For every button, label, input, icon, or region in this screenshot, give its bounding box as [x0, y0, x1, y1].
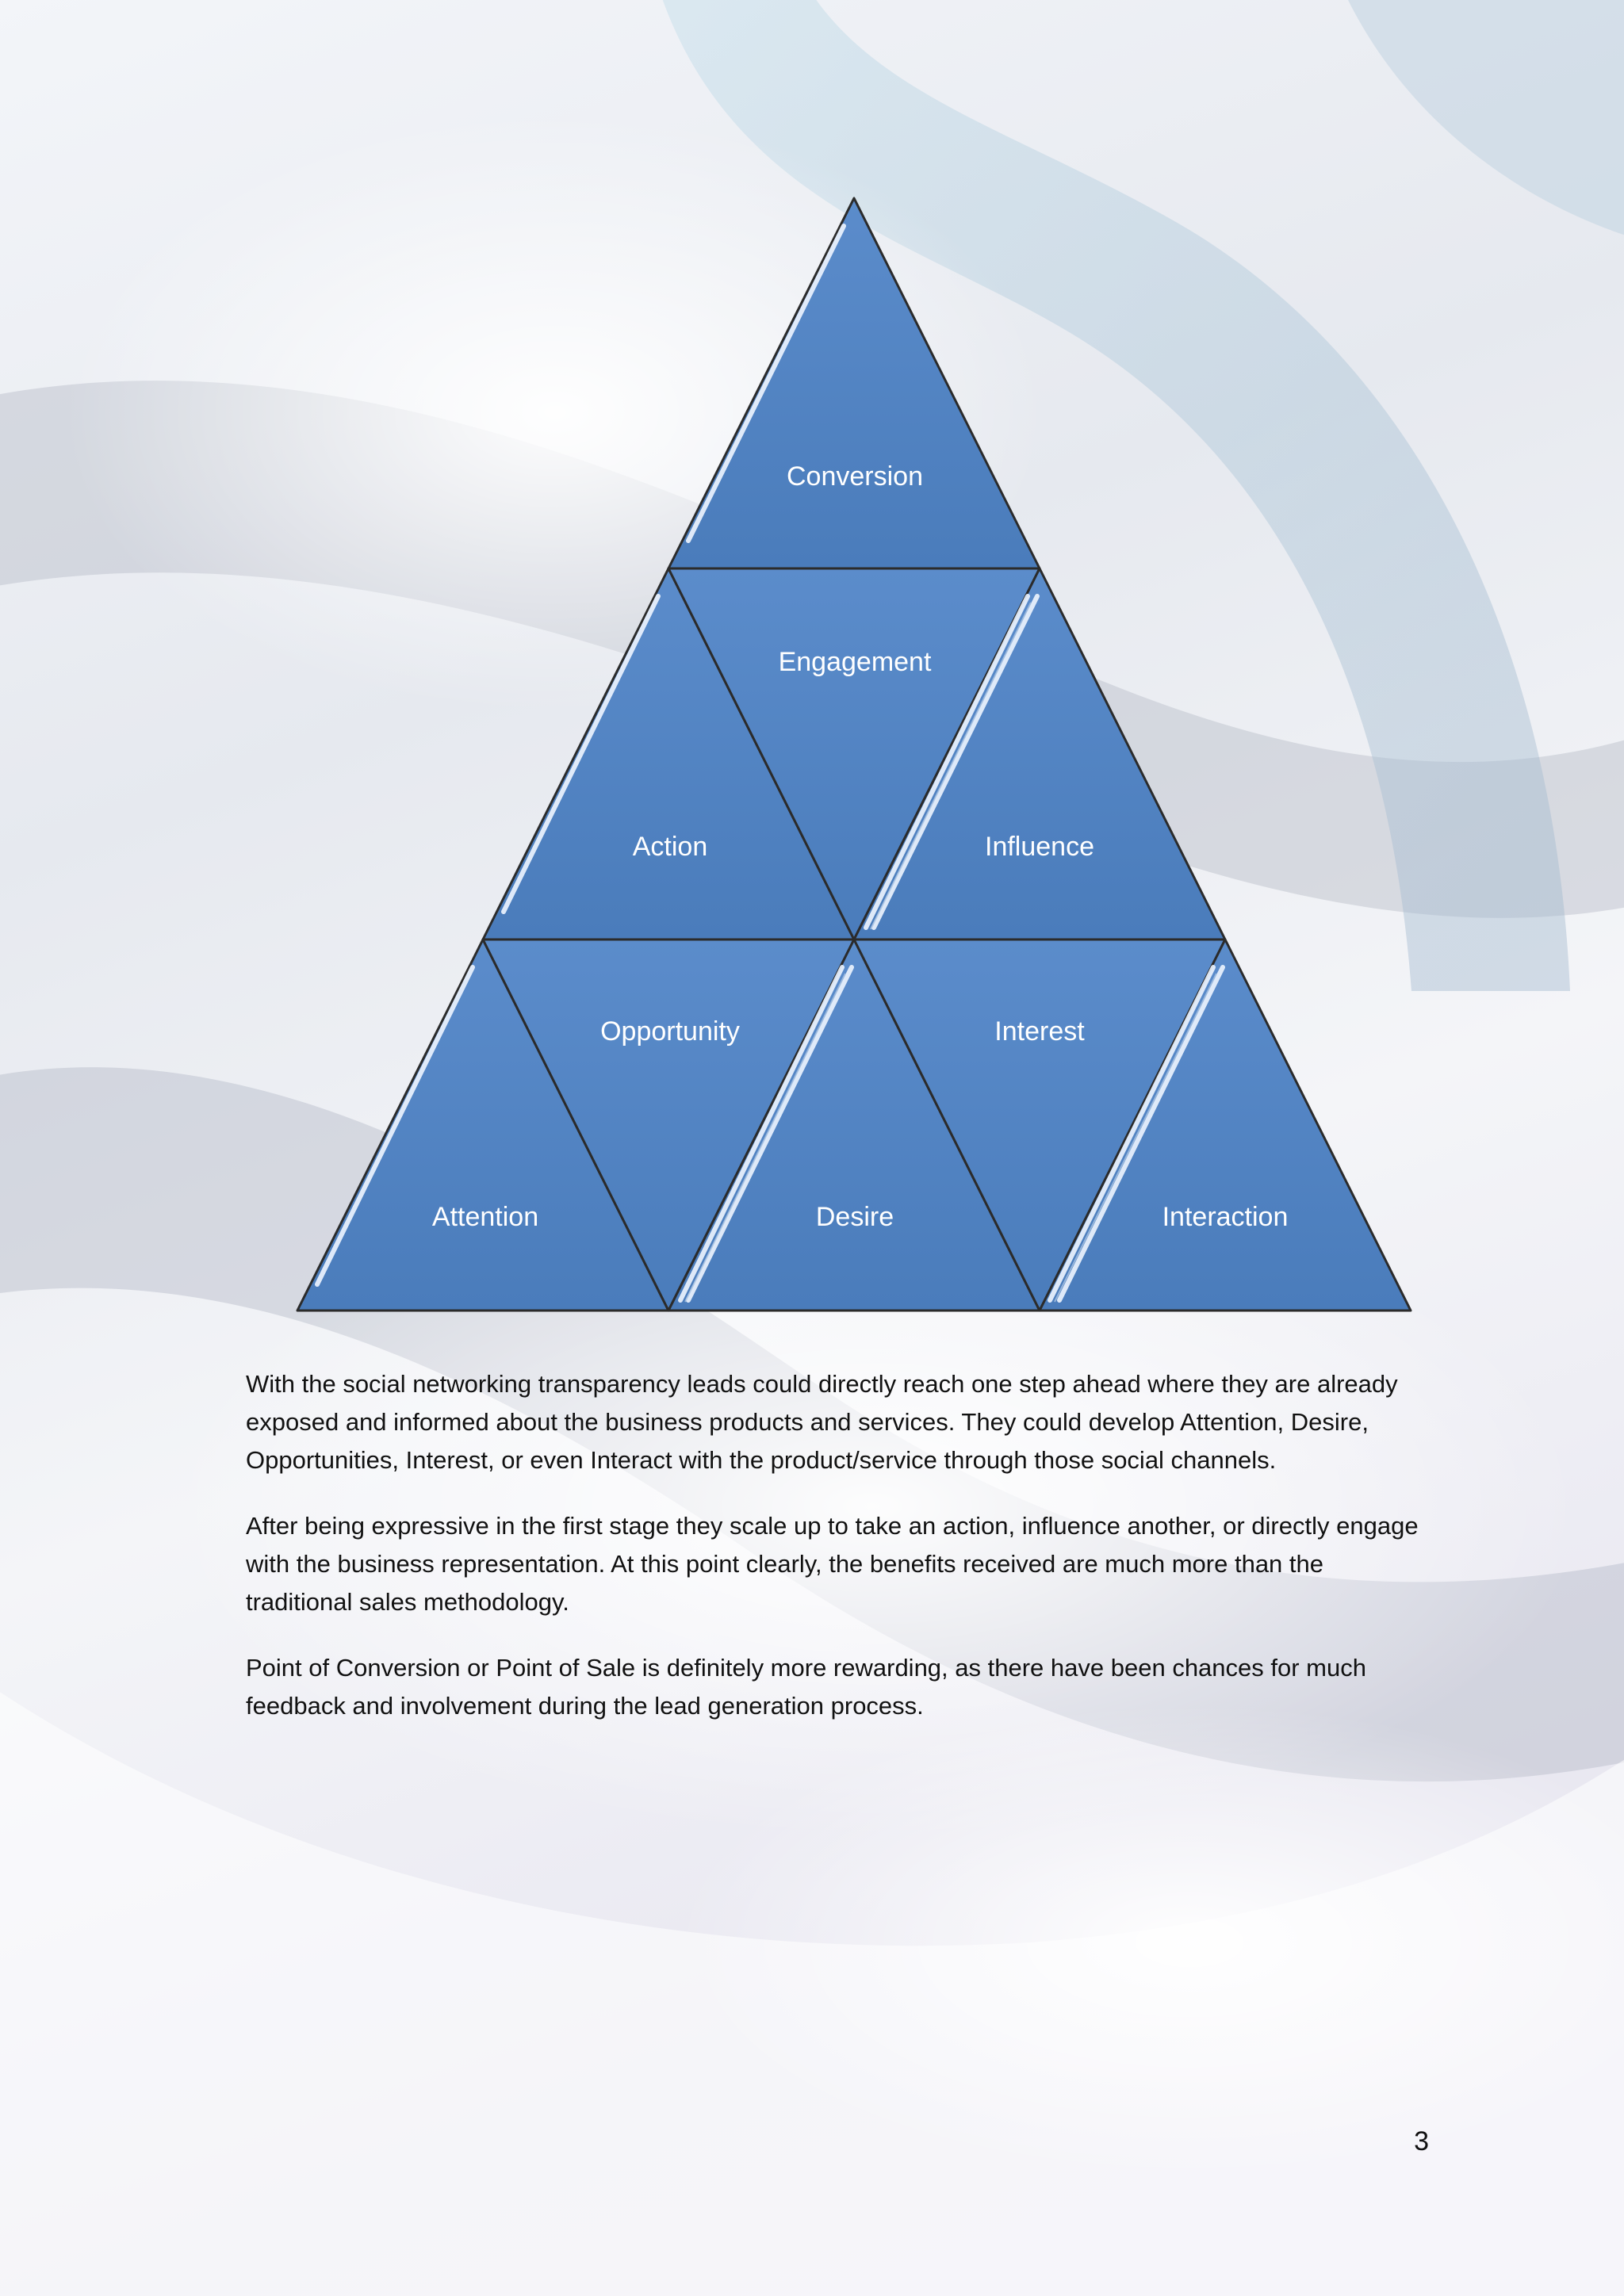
label-action: Action: [633, 832, 708, 862]
paragraph-conversion: Point of Conversion or Point of Sale is …: [246, 1654, 1366, 1720]
paragraph-first-stage: After being expressive in the first stag…: [246, 1512, 1419, 1616]
label-opportunity: Opportunity: [600, 1016, 740, 1047]
page-number: 3: [1414, 2126, 1429, 2156]
label-interest: Interest: [994, 1016, 1085, 1047]
label-desire: Desire: [816, 1202, 894, 1232]
paragraph-transparency: With the social networking transparency …: [246, 1370, 1398, 1474]
triangle-conversion: [667, 197, 1041, 570]
body-text: With the social networking transparency …: [246, 1365, 1435, 1753]
label-conversion: Conversion: [787, 461, 923, 492]
label-attention: Attention: [432, 1202, 538, 1232]
label-influence: Influence: [985, 832, 1094, 862]
triangle-interaction: [1038, 938, 1412, 1312]
label-engagement: Engagement: [779, 647, 932, 677]
label-interaction: Interaction: [1162, 1202, 1289, 1232]
